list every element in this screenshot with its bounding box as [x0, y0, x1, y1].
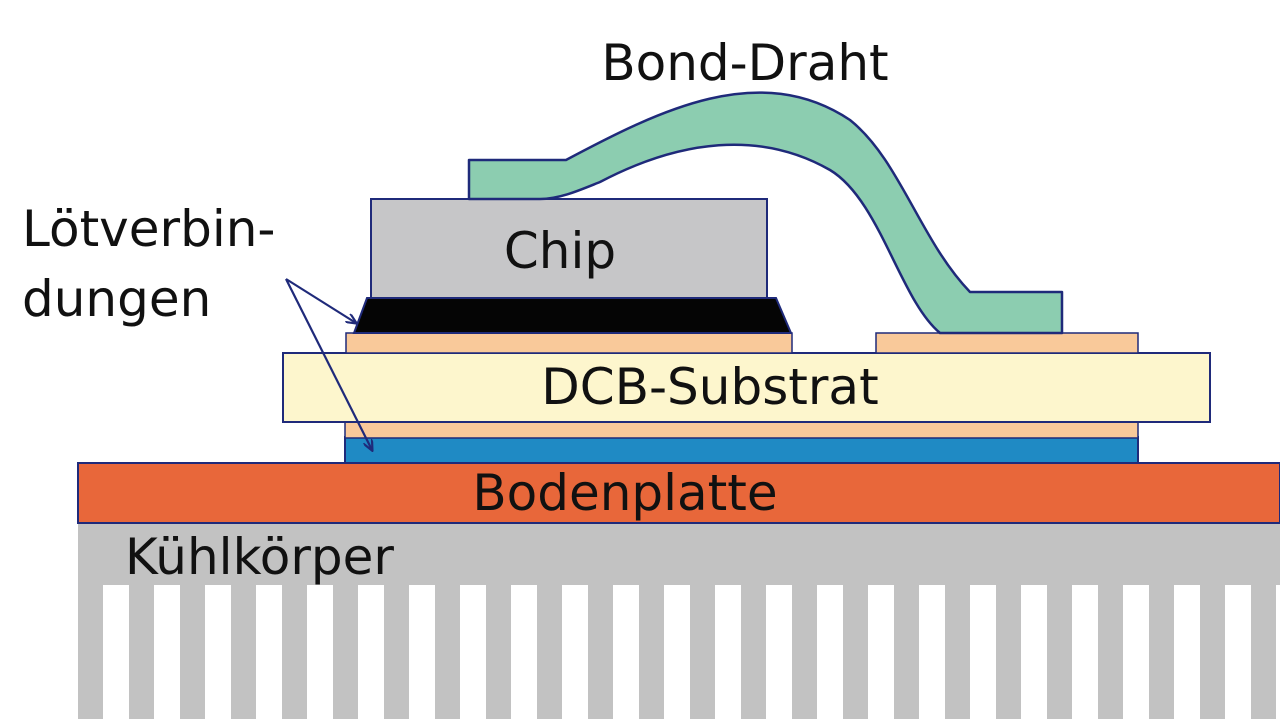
dcb-bottom-copper: [344, 421, 1139, 439]
dcb-top-copper-right: [875, 332, 1139, 354]
lower-solder-layer: [344, 436, 1139, 464]
heatsink-fin: [945, 585, 970, 719]
heatsink-fin: [1200, 585, 1225, 719]
heatsink-fin: [78, 585, 103, 719]
baseplate-label: Bodenplatte: [472, 464, 777, 522]
heatsink-fin: [129, 585, 154, 719]
baseplate: [77, 462, 1280, 524]
solder-arrow-upper: [285, 278, 356, 323]
dcb-top-copper-left: [345, 332, 793, 354]
heatsink-fin: [1098, 585, 1123, 719]
heatsink-fin: [282, 585, 307, 719]
heatsink-fin: [588, 585, 613, 719]
heatsink-fins: [78, 585, 1276, 719]
bond-wire: [467, 91, 1064, 335]
solder-joints-label-line1: Lötverbin-: [22, 200, 275, 258]
bond-wire-label: Bond-Draht: [601, 34, 888, 92]
heatsink-label: Kühlkörper: [125, 528, 394, 586]
dcb-substrate: [282, 352, 1211, 423]
heatsink-fin: [894, 585, 919, 719]
heatsink-fin: [1047, 585, 1072, 719]
heatsink-fin: [792, 585, 817, 719]
heatsink-fin: [843, 585, 868, 719]
heatsink-fin: [996, 585, 1021, 719]
heatsink-fin: [741, 585, 766, 719]
heatsink-fin: [1251, 585, 1276, 719]
heatsink-fin: [333, 585, 358, 719]
heatsink-fin: [1149, 585, 1174, 719]
heatsink-fin: [486, 585, 511, 719]
heatsink: [78, 523, 1280, 719]
heatsink-fin: [384, 585, 409, 719]
heatsink-fin: [690, 585, 715, 719]
chip-solder-joint: [352, 297, 793, 334]
dcb-substrate-label: DCB-Substrat: [541, 358, 878, 416]
heatsink-fin: [180, 585, 205, 719]
solder-joints-label-line2: dungen: [22, 270, 211, 328]
solder-arrow-lower: [285, 278, 372, 450]
heatsink-fin: [639, 585, 664, 719]
heatsink-fin: [231, 585, 256, 719]
chip-label: Chip: [504, 222, 616, 280]
heatsink-fin: [537, 585, 562, 719]
heatsink-fin: [435, 585, 460, 719]
heatsink-body: [78, 523, 1280, 585]
chip: [370, 198, 768, 299]
